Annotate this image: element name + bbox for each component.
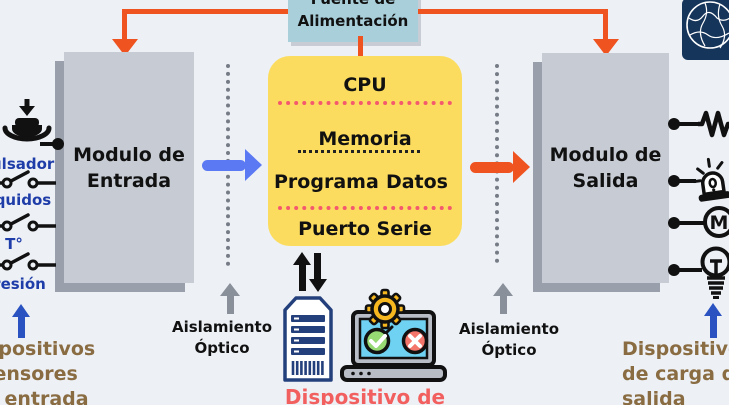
- program-label: Programa: [274, 171, 379, 193]
- motor-icon: M: [701, 204, 729, 240]
- gear-icon: [364, 288, 406, 330]
- cpu-divider-bottom: [278, 206, 452, 210]
- check-icon: [363, 325, 394, 355]
- isolation-pointer-left-shaft: [227, 295, 234, 314]
- serial-port-label: Puerto Serie: [298, 218, 432, 240]
- input-devices-pointer-icon: [12, 304, 30, 317]
- output-terminal-dot: [668, 264, 680, 276]
- output-wire: [678, 122, 700, 126]
- switch-contact-icon: [0, 213, 56, 235]
- isolation-pointer-right-shaft: [500, 295, 507, 314]
- input-to-cpu-arrow-shaft: [202, 160, 246, 171]
- output-devices-pointer-shaft: [710, 315, 717, 338]
- laptop-icon: [337, 284, 450, 385]
- output-wire: [678, 268, 702, 272]
- cpu-divider-top: [278, 101, 452, 105]
- switch-contact-icon: [0, 252, 56, 274]
- download-arrow-shaft: [314, 253, 321, 280]
- power-arrow-to-output-icon: [593, 39, 619, 56]
- output-wire: [678, 221, 704, 225]
- memory-sections: Programa Datos: [274, 171, 448, 193]
- push-button-wire: [40, 142, 54, 146]
- isolation-pointer-left-icon: [220, 283, 240, 296]
- power-supply-label-line2: Alimentación: [297, 12, 409, 30]
- motor-letter: M: [710, 212, 729, 234]
- cpu-to-output-arrow-icon: [513, 151, 530, 183]
- output-terminal-dot: [668, 217, 680, 229]
- power-supply-label-line1: Fuente de: [288, 0, 418, 10]
- output-wire: [678, 179, 696, 183]
- download-arrow-icon: [309, 279, 327, 292]
- output-module-label: Modulo de Salida: [549, 144, 662, 192]
- isolation-pointer-right-icon: [493, 283, 513, 296]
- sensor-label-pulsador: Pulsador: [0, 155, 55, 173]
- power-line-left-horizontal: [122, 9, 288, 14]
- server-tower-icon: [282, 295, 334, 383]
- input-devices-caption: Dispositivos sensores de entrada: [0, 338, 96, 405]
- sensor-label-presion: Presión: [0, 275, 46, 293]
- input-module-label: Modulo de Entrada: [73, 143, 185, 192]
- cpu-to-output-arrow-shaft: [470, 162, 514, 173]
- output-terminal-dot: [668, 118, 680, 130]
- isolation-label-left: Aislamiento Óptico: [171, 318, 273, 357]
- switch-contact-icon: [0, 170, 56, 192]
- power-line-right-vertical: [603, 9, 608, 40]
- puzzle-globe-logo: [682, 0, 729, 60]
- input-module-box: Modulo de Entrada: [64, 52, 194, 283]
- output-devices-caption: Dispositivos de carga de salida: [622, 338, 729, 405]
- power-line-right-horizontal: [418, 9, 608, 14]
- upload-arrow-shaft: [299, 264, 306, 291]
- sensor-label-liquidos: Líquidos: [0, 191, 52, 209]
- power-supply-box: Fuente de Alimentación: [288, 0, 418, 42]
- power-line-center-vertical: [358, 36, 363, 60]
- cpu-label: CPU: [343, 74, 387, 96]
- data-label: Datos: [385, 171, 448, 193]
- alarm-siren-icon: [692, 155, 729, 205]
- sensor-label-temperatura: T°: [5, 235, 23, 253]
- programming-device-caption: Dispositivo de Programación: [284, 385, 446, 405]
- power-arrow-to-input-icon: [112, 39, 138, 56]
- power-line-left-vertical: [122, 9, 127, 40]
- x-icon: [401, 327, 429, 355]
- memory-label: Memoria: [318, 128, 412, 150]
- heater-resistor-icon: [698, 108, 729, 140]
- output-module-box: Modulo de Salida: [542, 53, 669, 283]
- output-devices-pointer-icon: [704, 303, 722, 316]
- light-bulb-icon: [699, 245, 729, 301]
- push-button-icon: [2, 97, 52, 147]
- cpu-block: CPU Memoria Programa Datos Puerto Serie: [268, 56, 462, 246]
- upload-arrow-icon: [293, 252, 311, 265]
- isolation-label-right: Aislamiento Óptico: [458, 320, 560, 359]
- push-button-terminal-dot: [52, 138, 64, 150]
- output-terminal-dot: [668, 175, 680, 187]
- input-to-cpu-arrow-icon: [245, 149, 262, 181]
- memory-underline: [298, 150, 420, 153]
- input-devices-pointer-shaft: [18, 316, 25, 338]
